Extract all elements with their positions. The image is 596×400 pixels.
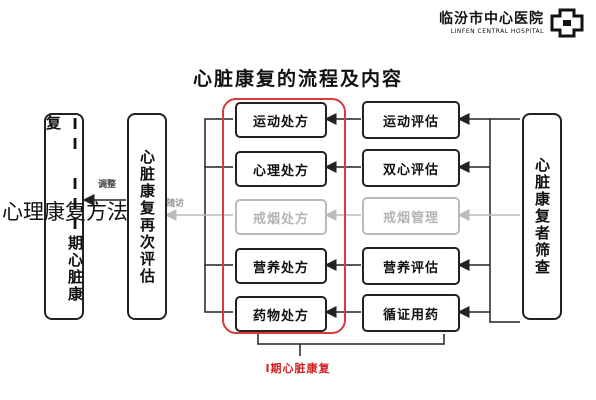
hospital-cross-logo-icon: [550, 8, 584, 38]
re-evaluation-box: 心脏康复再次评估: [127, 113, 167, 320]
hospital-name-en: LINFEN CENTRAL HOSPITAL: [450, 28, 544, 35]
screening-label: 心脏康复者筛查: [533, 157, 551, 276]
re-evaluation-label: 心脏康复再次评估: [138, 148, 156, 285]
assessment-box: 运动评估: [362, 101, 460, 139]
screening-box: 心脏康复者筛查: [522, 113, 562, 320]
follow-up-note: 随访: [166, 199, 185, 209]
assessment-box: 循证用药: [362, 294, 460, 332]
diagram-title: 心脏康复的流程及内容: [192, 68, 403, 90]
prescription-box: 药物处方: [235, 296, 327, 332]
prescription-group-frame: [222, 98, 346, 334]
prescription-box: 运动处方: [235, 102, 327, 138]
prescription-box-faded: 戒烟处方: [235, 199, 327, 235]
assessment-box: 营养评估: [362, 247, 460, 285]
phase-2-3-label: II III期心脏康复: [44, 115, 84, 303]
overlay-caption: 心理康复方法: [2, 200, 128, 224]
hospital-name-cn: 临汾市中心医院: [439, 11, 544, 27]
prescription-box: 营养处方: [235, 248, 327, 284]
assessment-box: 双心评估: [362, 149, 460, 187]
adjust-note: 调整: [97, 180, 116, 190]
phase-1-label: I期心脏康复: [265, 362, 331, 375]
phase-2-3-box: II III期心脏康复: [44, 113, 84, 320]
prescription-box: 心理处方: [235, 151, 327, 187]
assessment-box-faded: 戒烟管理: [362, 197, 460, 235]
